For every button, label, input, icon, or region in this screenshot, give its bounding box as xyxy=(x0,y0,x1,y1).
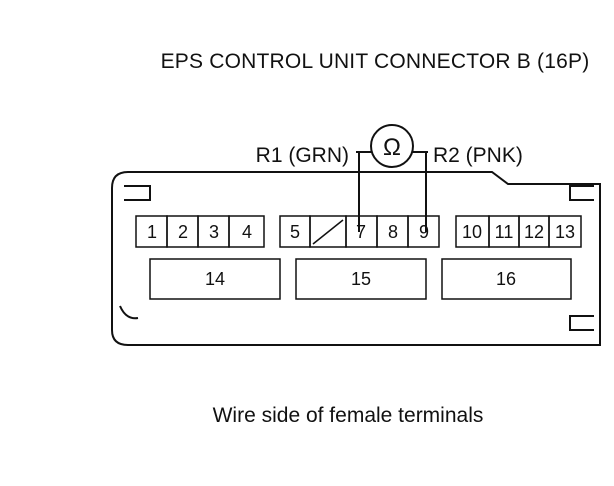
terminal-box-4 xyxy=(228,215,265,248)
terminal-7: 7 xyxy=(356,222,366,242)
terminal-6-slash xyxy=(312,219,344,245)
terminal-5: 5 xyxy=(290,222,300,242)
corner-latch-top-right xyxy=(569,185,594,201)
terminal-4: 4 xyxy=(242,222,252,242)
terminal-9: 9 xyxy=(419,222,429,242)
probe-label-r1: R1 (GRN) xyxy=(256,144,349,167)
terminal-12: 12 xyxy=(524,222,544,242)
corner-latch-bottom-left xyxy=(119,305,139,320)
terminal-10: 10 xyxy=(462,222,482,242)
terminal-11: 11 xyxy=(495,222,514,242)
ohmmeter-symbol-icon: Ω xyxy=(383,134,401,161)
connector-housing xyxy=(111,171,601,346)
ohmmeter-symbol-circle xyxy=(370,124,414,168)
terminal-box-9 xyxy=(407,215,440,248)
diagram-caption: Wire side of female terminals xyxy=(212,404,484,427)
terminal-15: 15 xyxy=(351,269,371,289)
terminal-13: 13 xyxy=(555,222,575,242)
terminal-box-16 xyxy=(441,258,572,300)
diagram-title: EPS CONTROL UNIT CONNECTOR B (16P) xyxy=(160,50,590,73)
terminal-16: 16 xyxy=(496,269,516,289)
terminal-box-15 xyxy=(295,258,427,300)
terminal-box-14 xyxy=(149,258,281,300)
corner-latch-bottom-right xyxy=(569,315,594,331)
probe-label-r2: R2 (PNK) xyxy=(433,144,523,167)
terminal-box-13 xyxy=(548,215,582,248)
terminal-14: 14 xyxy=(205,269,225,289)
terminal-3: 3 xyxy=(209,222,219,242)
terminal-1: 1 xyxy=(147,222,157,242)
terminal-2: 2 xyxy=(178,222,188,242)
terminal-8: 8 xyxy=(388,222,398,242)
corner-latch-top-left xyxy=(124,185,151,201)
